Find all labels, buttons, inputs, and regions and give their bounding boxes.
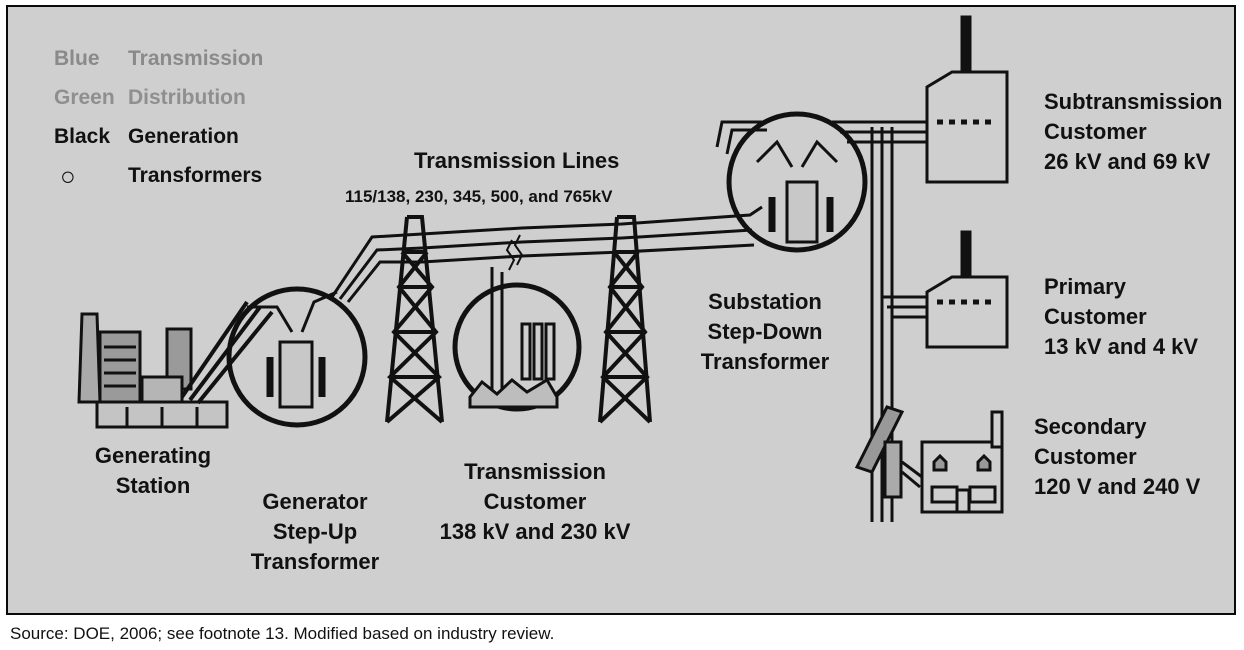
subtransmission-customer-line-1: Subtransmission xyxy=(1044,89,1223,114)
primary-building-icon xyxy=(925,230,1009,349)
subtransmission-customer-line-2: Customer xyxy=(1044,119,1147,144)
legend-desc-distribution: Distribution xyxy=(128,86,246,109)
diagram-panel: Blue Transmission Green Distribution Bla… xyxy=(6,5,1236,615)
generating-station-icon xyxy=(77,300,274,429)
subtransmission-building-icon xyxy=(925,15,1009,184)
generator-step-up-line-2: Step-Up xyxy=(272,519,358,544)
power-grid-drawing xyxy=(77,15,1009,522)
legend-key-blue: Blue xyxy=(54,47,100,70)
transmission-customer-line-2: Customer xyxy=(483,489,587,514)
legend-desc-transmission: Transmission xyxy=(128,47,264,70)
generator-step-up-line-1: Generator xyxy=(262,489,368,514)
transmission-lines xyxy=(330,205,763,303)
primary-customer-label: Primary Customer 13 kV and 4 kV xyxy=(1044,272,1198,362)
secondary-customer-line-1: Secondary xyxy=(1034,414,1147,439)
primary-customer-line-1: Primary xyxy=(1044,274,1126,299)
generator-step-up-line-3: Transformer xyxy=(250,549,380,574)
legend-desc-transformers: Transformers xyxy=(128,164,263,187)
transmission-customer-line-3: 138 kV and 230 kV xyxy=(439,519,631,544)
secondary-customer-label: Secondary Customer 120 V and 240 V xyxy=(1034,412,1200,502)
legend-key-green: Green xyxy=(54,86,115,109)
source-caption: Source: DOE, 2006; see footnote 13. Modi… xyxy=(10,624,555,643)
secondary-customer-line-2: Customer xyxy=(1034,444,1137,469)
secondary-house-icon xyxy=(920,410,1004,514)
substation-line-1: Substation xyxy=(708,289,822,314)
substation-line-3: Transformer xyxy=(700,349,830,374)
step-up-transformer-icon xyxy=(226,286,368,428)
transmission-customer-icon xyxy=(452,267,582,412)
legend-desc-generation: Generation xyxy=(128,125,239,148)
subtransmission-customer-label: Subtransmission Customer 26 kV and 69 kV xyxy=(1044,87,1222,177)
substation-label: Substation Step-Down Transformer xyxy=(690,287,840,377)
transmission-customer-line-1: Transmission xyxy=(464,459,606,484)
legend-key-black: Black xyxy=(54,125,111,148)
transmission-tower-right xyxy=(598,215,652,424)
generator-step-up-label: Generator Step-Up Transformer xyxy=(240,487,390,577)
generating-station-line-1: Generating xyxy=(94,443,212,468)
substation-transformer-icon xyxy=(715,111,868,253)
subtransmission-customer-line-3: 26 kV and 69 kV xyxy=(1044,149,1211,174)
substation-line-2: Step-Down xyxy=(707,319,823,344)
transmission-lines-title: Transmission Lines xyxy=(414,148,620,173)
primary-customer-line-3: 13 kV and 4 kV xyxy=(1044,334,1199,359)
generating-station-label: Generating Station xyxy=(78,441,228,501)
generating-station-line-2: Station xyxy=(115,473,191,498)
transmission-customer-label: Transmission Customer 138 kV and 230 kV xyxy=(420,457,650,547)
transmission-tower-left xyxy=(385,215,444,424)
primary-customer-line-2: Customer xyxy=(1044,304,1147,329)
legend-circle-icon: ○ xyxy=(60,161,76,191)
transmission-voltages: 115/138, 230, 345, 500, and 765kV xyxy=(345,187,613,206)
secondary-customer-line-3: 120 V and 240 V xyxy=(1034,474,1201,499)
